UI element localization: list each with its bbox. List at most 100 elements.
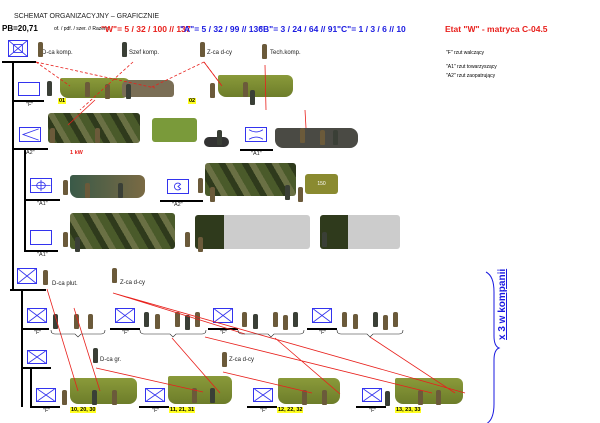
multiplier-label: x 3 w kompanii (497, 268, 508, 340)
soldier-figure (262, 44, 267, 59)
trailer-150: 150 (305, 174, 338, 194)
soldier-figure (47, 81, 52, 96)
label-a2: "A2" (24, 150, 35, 156)
vehicle-crew-symbol (362, 388, 382, 402)
legend-a2: "A2" rzut zaopatrujący (446, 73, 496, 79)
legend-f: "F" rzut walczący (446, 50, 485, 56)
squad-symbol (115, 308, 135, 323)
soldier-figure (198, 237, 203, 252)
soldier-figure (192, 388, 197, 403)
person-label: Tech.komp. (270, 50, 301, 56)
tree-line (10, 289, 46, 291)
label-a1: "A1" (37, 252, 48, 258)
soldier-figure (285, 185, 290, 200)
soldier-figure (200, 42, 205, 57)
person-label: Z-ca d-cy (229, 357, 255, 363)
soldier-figure (155, 314, 160, 329)
label-a1: "A1" (37, 201, 48, 207)
company-symbol (8, 40, 28, 57)
bwp-vehicle (70, 378, 137, 404)
soldier-figure (322, 390, 327, 405)
tree-line (110, 328, 140, 330)
vehicle-number: 01 (58, 98, 67, 104)
soldier-figure (185, 315, 190, 330)
label-f: "F" (369, 408, 377, 414)
label-f: "F" (220, 330, 228, 336)
soldier-figure (385, 391, 390, 406)
motorcycle (204, 137, 229, 147)
vehicle-group-symbol (27, 350, 47, 364)
soldier-figure (112, 268, 117, 283)
platoon-symbol (17, 268, 37, 284)
vehicle-crew-symbol (145, 388, 165, 402)
soldier-figure (185, 232, 190, 247)
generator-label: 1 kW (70, 150, 83, 156)
soldier-figure (112, 390, 117, 405)
soldier-figure (393, 312, 398, 327)
tree-line (12, 148, 48, 150)
transport-truck (70, 213, 175, 249)
etat: Etat "W" - matryca C-04.5 (445, 24, 548, 34)
cargo-truck (195, 215, 310, 249)
soldier-figure (92, 390, 97, 405)
tree-line (12, 61, 14, 290)
label-f: "F" (26, 102, 34, 108)
soldier-figure (302, 390, 307, 405)
soldier-figure (95, 128, 100, 143)
tree-line (21, 367, 51, 369)
soldier-figure (222, 352, 227, 367)
soldier-figure (85, 183, 90, 198)
soldier-figure (85, 82, 90, 97)
soldier-figure (436, 390, 441, 405)
trailer (152, 118, 197, 142)
label-a2: "A2" (172, 202, 183, 208)
tree-line (24, 199, 60, 201)
title: SCHEMAT ORGANIZACYJNY – GRAFICZNIE (14, 13, 160, 20)
soldier-figure (210, 83, 215, 98)
tree-line (12, 100, 44, 102)
vehicle-number: 02 (188, 98, 197, 104)
soldier-figure (93, 348, 98, 363)
soldier-figure (43, 270, 48, 285)
bwp-vehicle (218, 75, 293, 97)
soldier-figure (250, 90, 255, 105)
soldier-figure (50, 128, 55, 143)
soldier-figure (126, 84, 131, 99)
strength-w: "W"= 5 / 32 / 100 // 137 (101, 24, 191, 34)
soldier-figure (105, 84, 110, 99)
tree-line (21, 328, 49, 330)
soldier-figure (293, 312, 298, 327)
soldier-figure (217, 130, 222, 145)
soldier-figure (273, 312, 278, 327)
vehicle-number: 12, 22, 32 (277, 407, 304, 413)
tree-line (21, 289, 23, 407)
label-f: "F" (260, 408, 268, 414)
bwp-vehicle (60, 78, 130, 98)
soldier-figure (353, 314, 358, 329)
soldier-figure (342, 312, 347, 327)
soldier-figure (198, 178, 203, 193)
signal-truck (205, 163, 296, 196)
person-label: D-ca plut. (52, 281, 78, 287)
person-label: D-ca gr. (100, 357, 122, 363)
soldier-figure (243, 82, 248, 97)
label-f: "F" (43, 408, 51, 414)
person-label: D-ca komp. (42, 50, 73, 56)
bwp-vehicle (168, 376, 232, 404)
soldier-figure (63, 232, 68, 247)
soldier-figure (122, 42, 127, 57)
pb: PB=20,71 (2, 24, 38, 33)
soldier-figure (320, 130, 325, 145)
soldier-figure (322, 232, 327, 247)
tree-line (247, 406, 277, 408)
soldier-figure (62, 390, 67, 405)
soldier-figure (383, 315, 388, 330)
strength-b: "B"= 3 / 24 / 64 // 91 (259, 24, 338, 34)
soldier-figure (298, 187, 303, 202)
person-label: Z-ca d-cy (120, 280, 146, 286)
repair-section-symbol (245, 127, 267, 142)
squad-symbol (312, 308, 332, 323)
tree-line (307, 328, 337, 330)
